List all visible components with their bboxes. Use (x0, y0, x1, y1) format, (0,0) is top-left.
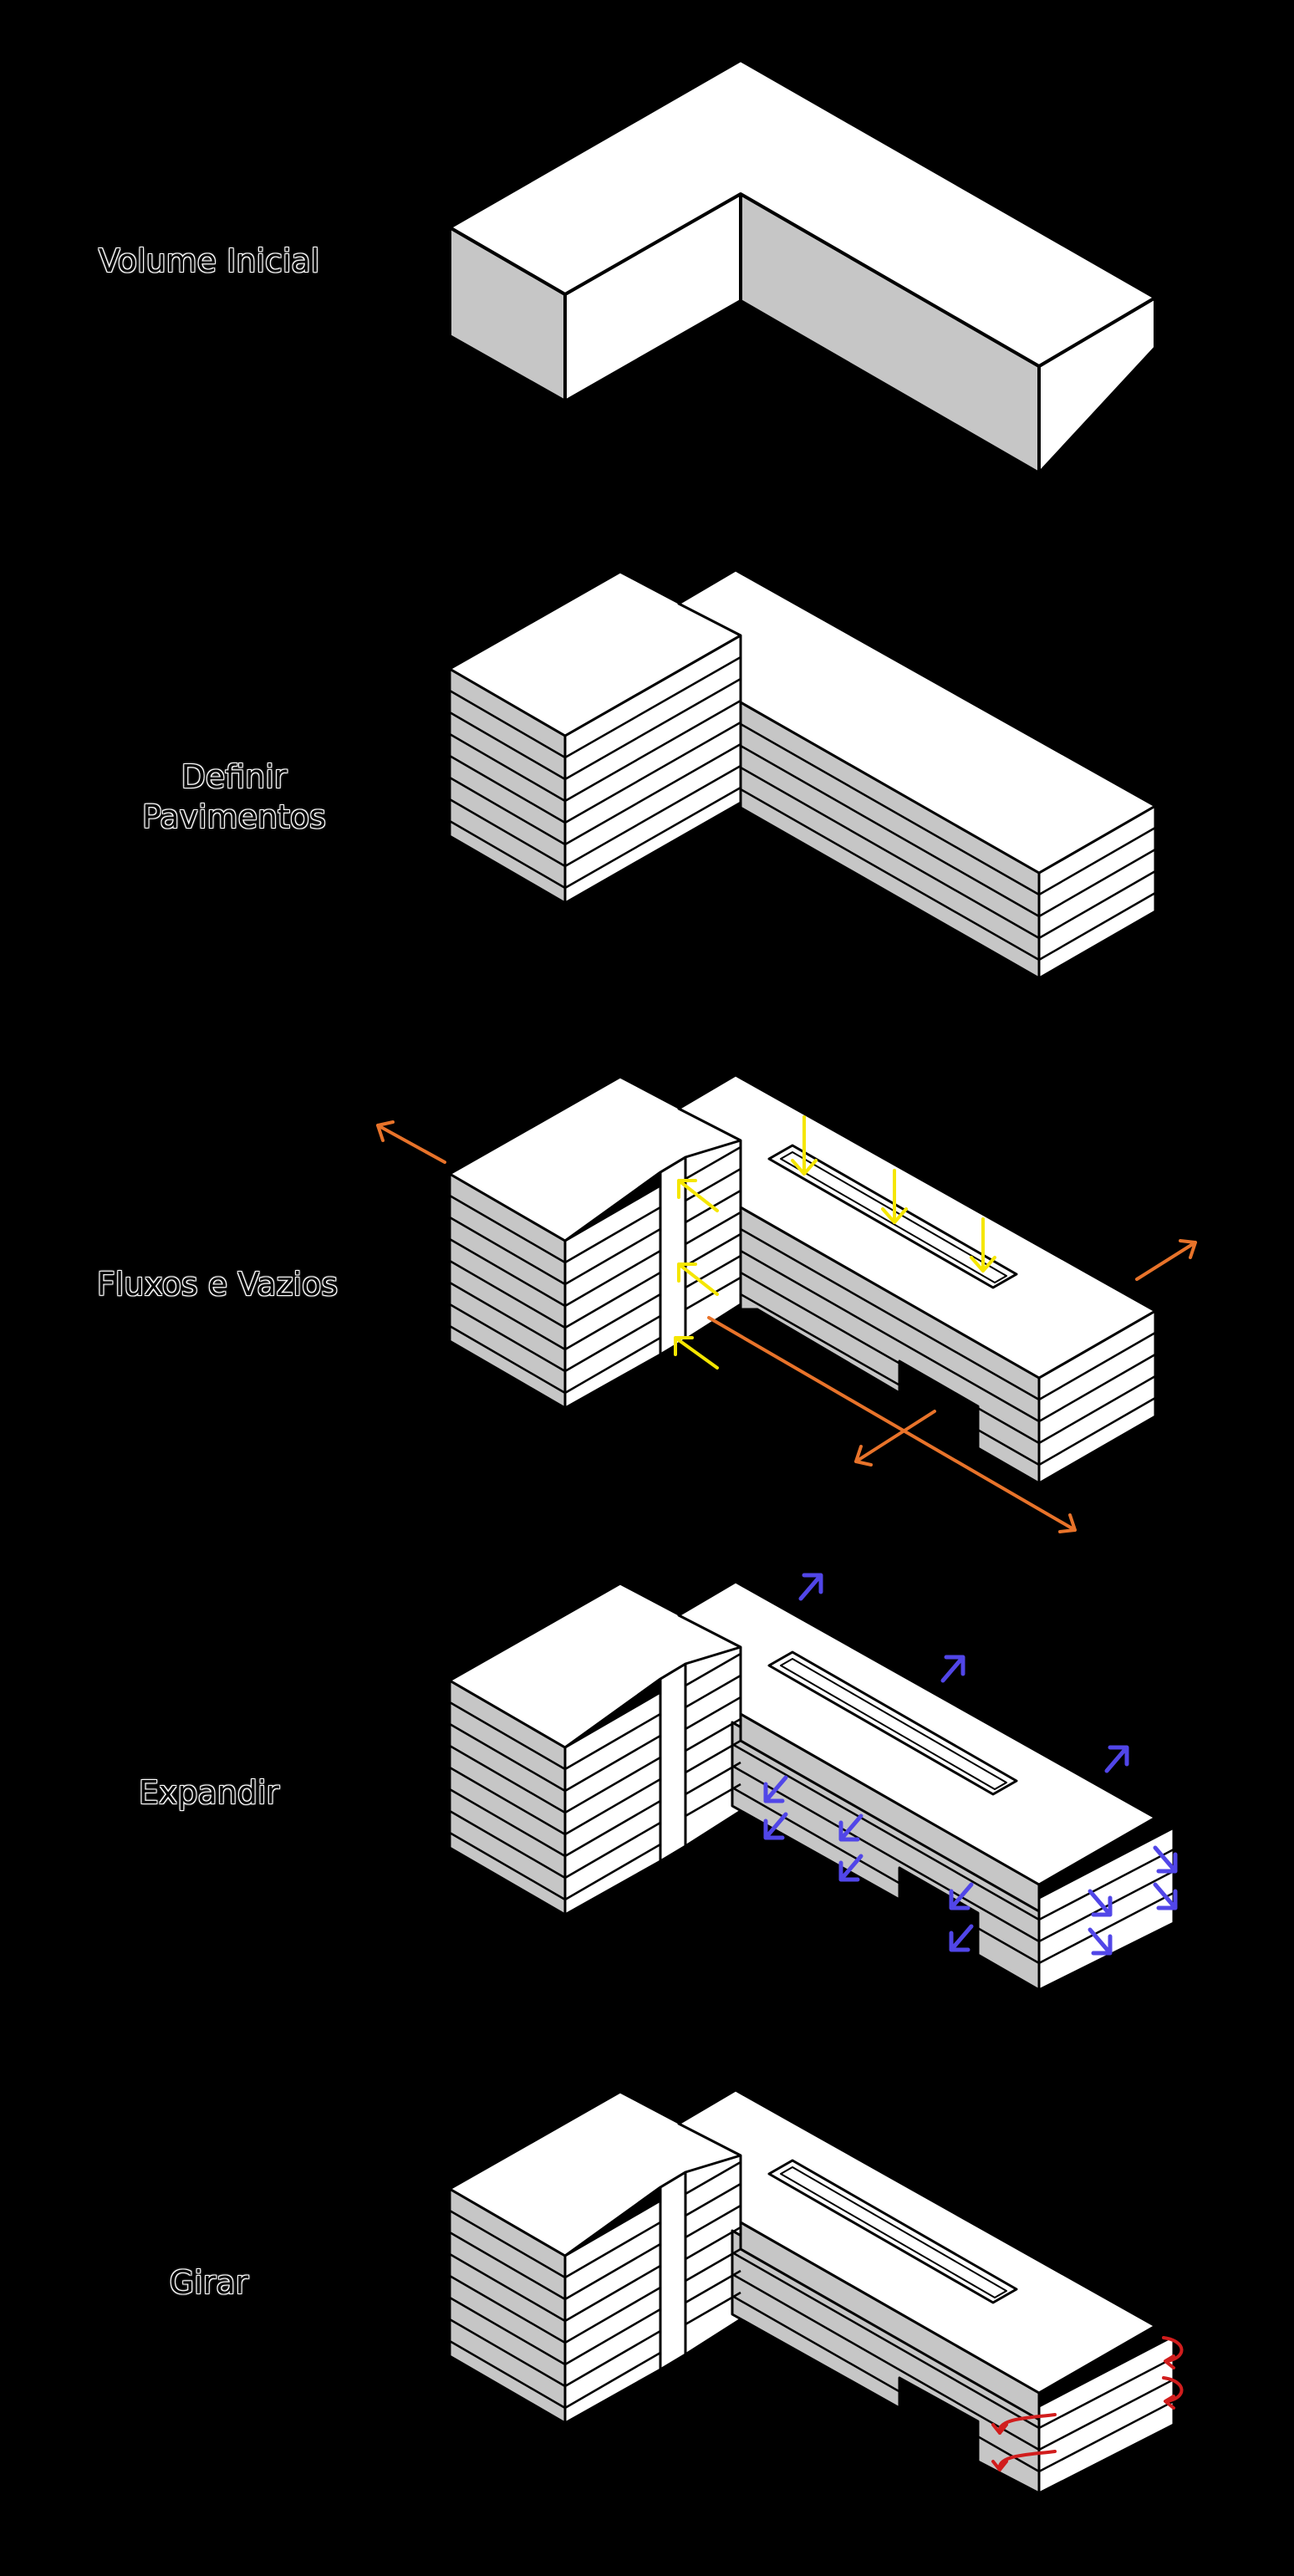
fluxos-core-face (659, 1155, 687, 1356)
label-line: Girar (169, 2264, 249, 2301)
yellow-arrow-icon (674, 1115, 996, 1370)
girar-floor-lines (449, 2160, 1174, 2473)
label-line: Pavimentos (142, 798, 326, 835)
label-fluxos-e-vazios: Fluxos e Vazios (33, 1264, 401, 1304)
label-definir-pavimentos: Definir Pavimentos (50, 757, 418, 837)
red-rotate-arrow-icon (991, 2336, 1184, 2471)
pavimentos-floor-lines (449, 655, 1156, 962)
label-line: Expandir (138, 1774, 280, 1811)
expandir-block-roof (448, 1582, 742, 1749)
label-volume-inicial: Volume Inicial (33, 241, 385, 281)
expandir-floor-lines (449, 1652, 1174, 1965)
girar-diagram (432, 2066, 1191, 2511)
pavimentos-bar-roof (677, 569, 1157, 875)
fluxos-e-vazios-diagram (376, 1051, 1197, 1533)
orange-arrow-icon (376, 1120, 1197, 1533)
fluxos-core-side (684, 1124, 742, 1341)
girar-core-face (659, 2170, 687, 2371)
definir-pavimentos-diagram (432, 546, 1173, 997)
girar-roof-void-inner (780, 2166, 1007, 2298)
volume-inicial-diagram (432, 39, 1173, 494)
label-line: Fluxos e Vazios (96, 1266, 339, 1303)
blue-arrow-icon (763, 1573, 1178, 1956)
fluxos-floor-lines (449, 1145, 1156, 1467)
label-girar: Girar (33, 2262, 385, 2303)
volume-inicial-roof (448, 59, 1157, 368)
fluxos-block-roof (448, 1075, 742, 1242)
expandir-core-face (659, 1662, 687, 1863)
expandir-diagram (432, 1558, 1191, 2009)
label-expandir: Expandir (33, 1773, 385, 1813)
expandir-roof-void-inner (780, 1658, 1007, 1790)
label-line: Volume Inicial (98, 242, 320, 279)
girar-block-roof (448, 2090, 742, 2257)
label-line: Definir (181, 758, 288, 795)
